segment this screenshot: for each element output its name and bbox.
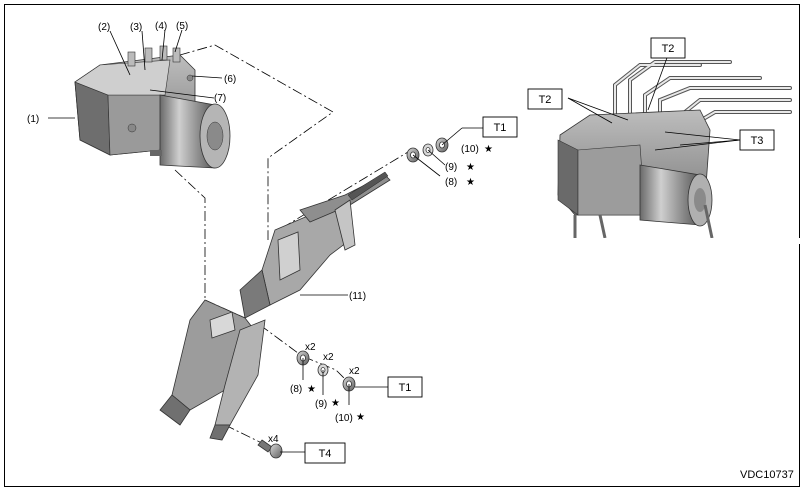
callout-1: (1) — [27, 114, 39, 125]
frame-border — [4, 4, 800, 487]
star-9-upper: ★ — [466, 162, 475, 173]
torque-box-t1-lower: T1 — [387, 376, 423, 398]
bracket-assembly — [159, 174, 391, 441]
lower-fasteners — [257, 350, 356, 459]
inset-hydraulic-unit — [553, 60, 803, 244]
torque-label-t2-top: T2 — [662, 43, 675, 55]
callout-8-upper: (8) — [445, 177, 457, 188]
callout-2: (2) — [98, 22, 110, 33]
torque-label-t1-lower: T1 — [399, 382, 412, 394]
torque-label-t1-upper: T1 — [494, 122, 507, 134]
leader-lines — [48, 29, 741, 453]
callout-9-lower: (9) — [315, 399, 327, 410]
bracket-stud — [347, 171, 389, 201]
star-8-lower: ★ — [307, 384, 316, 395]
callout-11: (11) — [349, 291, 366, 302]
torque-box-t1-upper: T1 — [482, 116, 518, 138]
torque-box-t2-left: T2 — [527, 88, 563, 110]
callout-7: (7) — [214, 93, 226, 104]
torque-label-t4: T4 — [319, 448, 332, 460]
star-9-lower: ★ — [331, 398, 340, 409]
diagram-code: VDC10737 — [740, 469, 794, 481]
qty-9-lower: x2 — [323, 352, 334, 363]
torque-box-t4: T4 — [304, 442, 346, 464]
callout-10-upper: (10) — [461, 144, 479, 155]
callout-5: (5) — [176, 21, 188, 32]
callouts: (1) (2) (3) (4) (5) (6) (7) (11) (10) ★ … — [27, 21, 493, 445]
qty-8-lower: x2 — [305, 342, 316, 353]
hydraulic-unit-left — [74, 45, 231, 169]
qty-10-lower: x2 — [349, 366, 360, 377]
callout-8-lower: (8) — [290, 384, 302, 395]
callout-3: (3) — [130, 22, 142, 33]
torque-label-t3: T3 — [751, 135, 764, 147]
callout-9-upper: (9) — [445, 162, 457, 173]
star-10-lower: ★ — [356, 412, 365, 423]
qty-bolt: x4 — [268, 434, 279, 445]
star-10-upper: ★ — [484, 144, 493, 155]
torque-box-t2-top: T2 — [650, 37, 686, 59]
callout-4: (4) — [155, 21, 167, 32]
callout-10-lower: (10) — [335, 413, 353, 424]
torque-box-t3: T3 — [739, 129, 775, 151]
upper-fasteners — [406, 137, 449, 163]
bolt-lower — [257, 439, 273, 453]
callout-6: (6) — [224, 74, 236, 85]
star-8-upper: ★ — [466, 177, 475, 188]
torque-label-t2-left: T2 — [539, 94, 552, 106]
